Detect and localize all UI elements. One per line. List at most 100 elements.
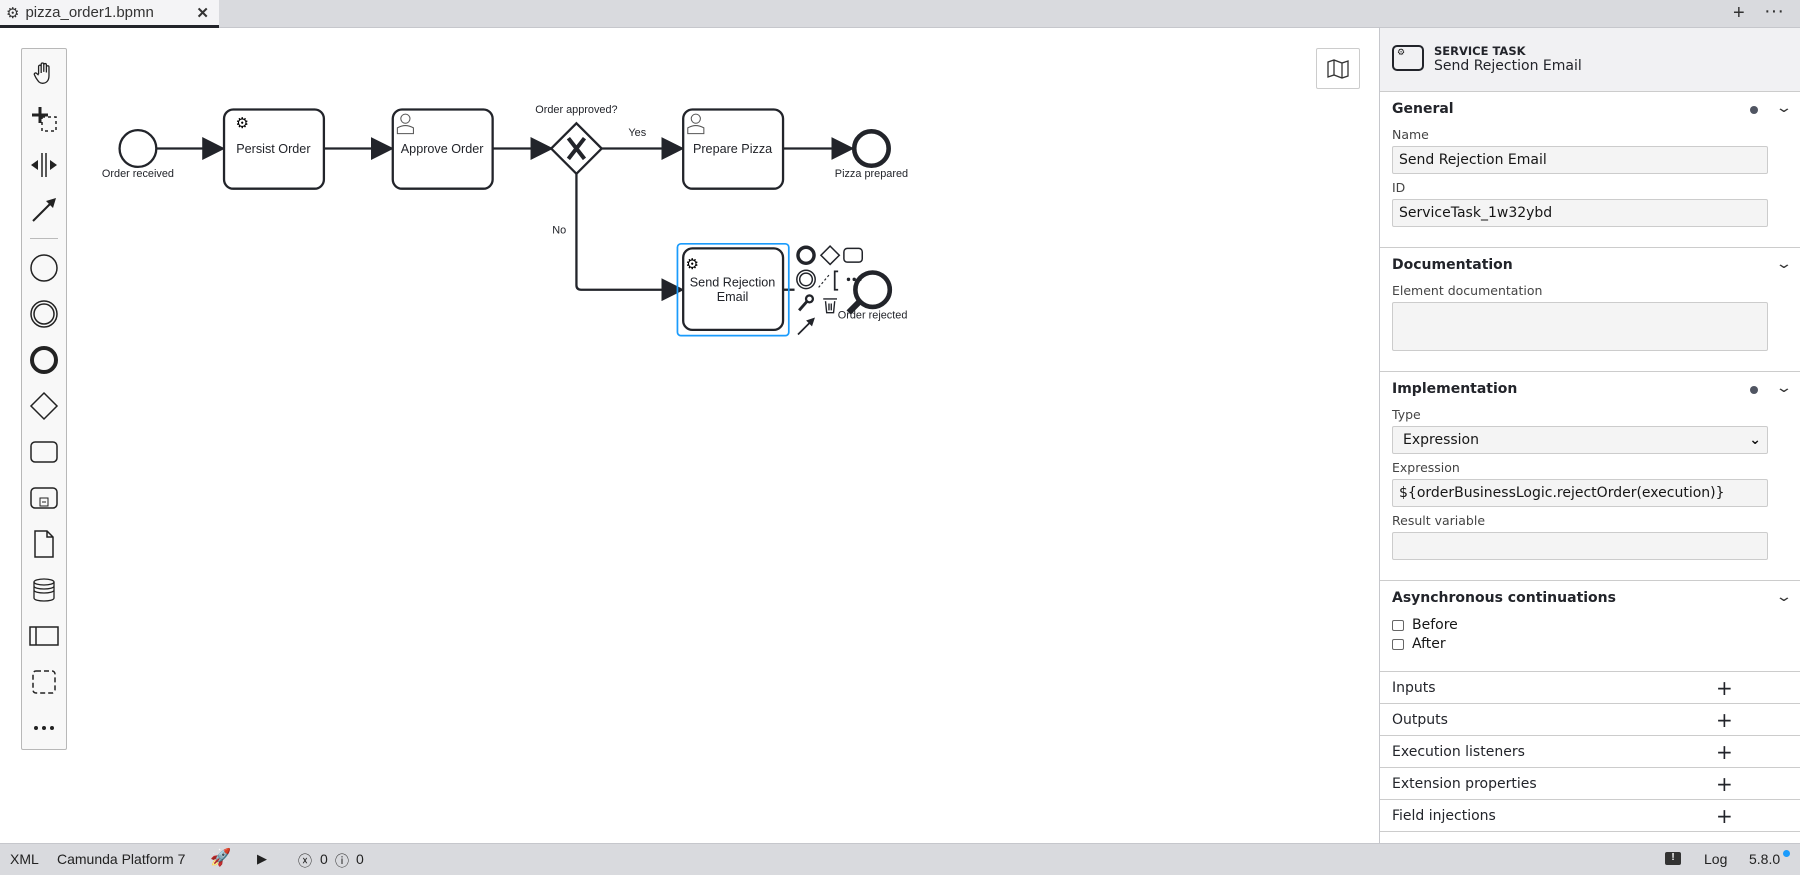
chevron-down-icon[interactable]: ⌄	[1775, 380, 1793, 396]
general-header[interactable]: General	[1392, 100, 1454, 117]
sequence-flow-no	[575, 173, 685, 302]
svg-text:Persist Order: Persist Order	[236, 142, 310, 156]
chevron-down-icon: ⌄	[1749, 432, 1761, 448]
hand-tool-icon[interactable]	[22, 53, 66, 93]
add-icon[interactable]: +	[1716, 771, 1733, 796]
chevron-down-icon[interactable]: ⌄	[1775, 256, 1793, 272]
warning-count[interactable]: 0	[356, 851, 364, 867]
svg-text:Send Rejection: Send Rejection	[690, 275, 776, 289]
field-injections-group[interactable]: Field injections +	[1380, 800, 1800, 832]
diagram-canvas[interactable]: Order received ⚙ Persist Order Approve O…	[0, 28, 1379, 843]
more-tools-icon[interactable]	[22, 708, 66, 748]
implementation-section: Implementation ⌄ Type Expression ⌄ Expres…	[1380, 372, 1800, 581]
append-intermediate-event-icon	[796, 269, 816, 290]
documentation-field[interactable]	[1392, 302, 1768, 351]
gear-icon: ⚙	[685, 256, 698, 273]
gear-icon: ⚙	[6, 4, 20, 22]
exclusive-gateway: Order approved?	[535, 104, 618, 176]
new-tab-button[interactable]: +	[1733, 2, 1745, 24]
connect-tool-icon[interactable]	[22, 190, 66, 230]
documentation-header[interactable]: Documentation	[1392, 256, 1513, 273]
subprocess-icon[interactable]	[22, 478, 66, 518]
tab-pizza-order[interactable]: ⚙ pizza_order1.bpmn ✕	[0, 0, 219, 28]
data-store-icon[interactable]	[22, 570, 66, 610]
async-header[interactable]: Asynchronous continuations	[1392, 589, 1616, 606]
flow-label-yes: Yes	[628, 127, 646, 139]
chevron-down-icon[interactable]: ⌄	[1775, 589, 1793, 605]
add-icon[interactable]: +	[1716, 675, 1733, 700]
svg-text:Prepare Pizza: Prepare Pizza	[693, 142, 773, 156]
data-object-icon[interactable]	[22, 524, 66, 564]
chevron-down-icon[interactable]: ⌄	[1775, 100, 1793, 116]
lasso-tool-icon[interactable]	[22, 99, 66, 139]
expression-field[interactable]: ${orderBusinessLogic.rejectOrder(executi…	[1392, 479, 1768, 507]
outputs-group[interactable]: Outputs +	[1380, 704, 1800, 736]
element-type: SERVICE TASK	[1434, 44, 1526, 58]
service-task-icon: ⚙	[1392, 45, 1424, 71]
append-task-icon	[843, 247, 864, 263]
run-play-icon[interactable]: ▶	[257, 851, 267, 866]
end-event-icon[interactable]	[22, 340, 66, 380]
tab-label: pizza_order1.bpmn	[25, 4, 154, 21]
id-field[interactable]: ServiceTask_1w32ybd	[1392, 199, 1768, 227]
after-checkbox[interactable]: After	[1392, 636, 1788, 652]
name-field[interactable]: Send Rejection Email	[1392, 146, 1768, 174]
task-prepare-pizza: Prepare Pizza	[682, 108, 785, 190]
warning-icon[interactable]: ⓘ	[335, 853, 349, 869]
append-gateway-icon	[819, 245, 841, 266]
type-value: Expression	[1403, 432, 1479, 448]
extension-properties-group[interactable]: Extension properties+	[1380, 768, 1800, 800]
type-select[interactable]: Expression ⌄	[1392, 426, 1768, 454]
implementation-header[interactable]: Implementation	[1392, 380, 1518, 397]
data-indicator-dot	[1750, 106, 1758, 114]
svg-text:Approve Order: Approve Order	[401, 142, 484, 156]
pool-icon[interactable]	[22, 616, 66, 656]
intermediate-event-icon[interactable]	[22, 294, 66, 334]
execution-listeners-group[interactable]: Execution listeners +	[1380, 736, 1800, 768]
platform-button[interactable]: Camunda Platform 7	[57, 851, 186, 867]
id-label: ID	[1392, 180, 1406, 195]
gateway-icon[interactable]	[22, 386, 66, 426]
log-button[interactable]: Log	[1704, 851, 1728, 867]
name-label: Name	[1392, 127, 1429, 142]
more-button[interactable]: ···	[1764, 0, 1784, 22]
start-event-icon[interactable]	[22, 248, 66, 288]
expression-label: Expression	[1392, 460, 1460, 475]
before-label: Before	[1412, 617, 1458, 633]
error-icon[interactable]: ⓧ	[298, 853, 312, 869]
xml-button[interactable]: XML	[10, 851, 39, 867]
after-label: After	[1412, 636, 1446, 652]
start-event-order-received: Order received	[102, 129, 174, 180]
result-variable-field[interactable]	[1392, 532, 1768, 560]
feedback-icon[interactable]: !	[1665, 852, 1681, 865]
add-icon[interactable]: +	[1716, 739, 1733, 764]
data-indicator-dot	[1750, 386, 1758, 394]
text-annotation-icon	[818, 273, 831, 288]
error-count[interactable]: 0	[320, 851, 328, 867]
svg-text:Order rejected: Order rejected	[838, 309, 908, 321]
trash-icon	[823, 298, 838, 314]
user-icon	[396, 113, 414, 135]
end-event-order-rejected: Order rejected	[838, 270, 908, 321]
inputs-group[interactable]: Inputs+	[1380, 672, 1800, 704]
group-label: Outputs	[1392, 711, 1448, 728]
close-icon[interactable]: ✕	[196, 4, 209, 22]
group-icon[interactable]	[22, 662, 66, 702]
add-icon[interactable]: +	[1716, 707, 1733, 732]
more-options-icon	[846, 277, 862, 282]
version-label[interactable]: 5.8.0	[1749, 851, 1781, 867]
deploy-rocket-icon[interactable]: 🚀	[210, 848, 232, 867]
space-tool-icon[interactable]	[22, 145, 66, 185]
before-checkbox[interactable]: Before	[1392, 617, 1788, 633]
type-label: Type	[1392, 407, 1421, 422]
task-icon[interactable]	[22, 432, 66, 472]
minimap-toggle-button[interactable]	[1316, 48, 1360, 89]
group-label: Execution listeners	[1392, 743, 1525, 760]
end-event-pizza-prepared: Pizza prepared	[835, 129, 908, 180]
wrench-icon	[798, 300, 809, 312]
add-icon[interactable]: +	[1716, 803, 1733, 828]
svg-text:Order approved?: Order approved?	[535, 104, 617, 116]
context-pad	[796, 245, 864, 336]
group-label: Field injections	[1392, 807, 1496, 824]
task-persist-order: ⚙ Persist Order	[222, 108, 326, 190]
